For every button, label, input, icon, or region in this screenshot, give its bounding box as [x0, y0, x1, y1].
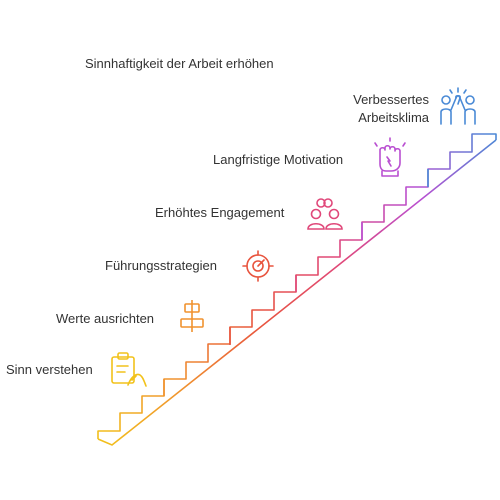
stair-bottom-edge — [97, 139, 497, 446]
high-five-icon — [440, 87, 476, 125]
alignment-icon — [180, 300, 204, 332]
step-label-langfristige-motivation: Langfristige Motivation — [213, 152, 344, 167]
fist-power-icon — [374, 137, 406, 177]
step-label-sinn-verstehen: Sinn verstehen — [6, 362, 93, 377]
step-label-fuehrungsstrategien: Führungsstrategien — [105, 258, 218, 273]
target-gauge-icon — [242, 250, 274, 282]
step-label-werte-ausrichten: Werte ausrichten — [56, 311, 155, 326]
stair-steps — [97, 133, 497, 439]
people-link-icon — [307, 198, 343, 230]
step-label-verbessertes-arbeitsklima: Verbessertes Arbeitsklima — [353, 92, 429, 125]
diagram-title: Sinnhaftigkeit der Arbeit erhöhen — [85, 56, 274, 71]
clipboard-hand-icon — [111, 352, 147, 387]
step-label-erhoehtes-engagement: Erhöhtes Engagement — [155, 205, 285, 220]
